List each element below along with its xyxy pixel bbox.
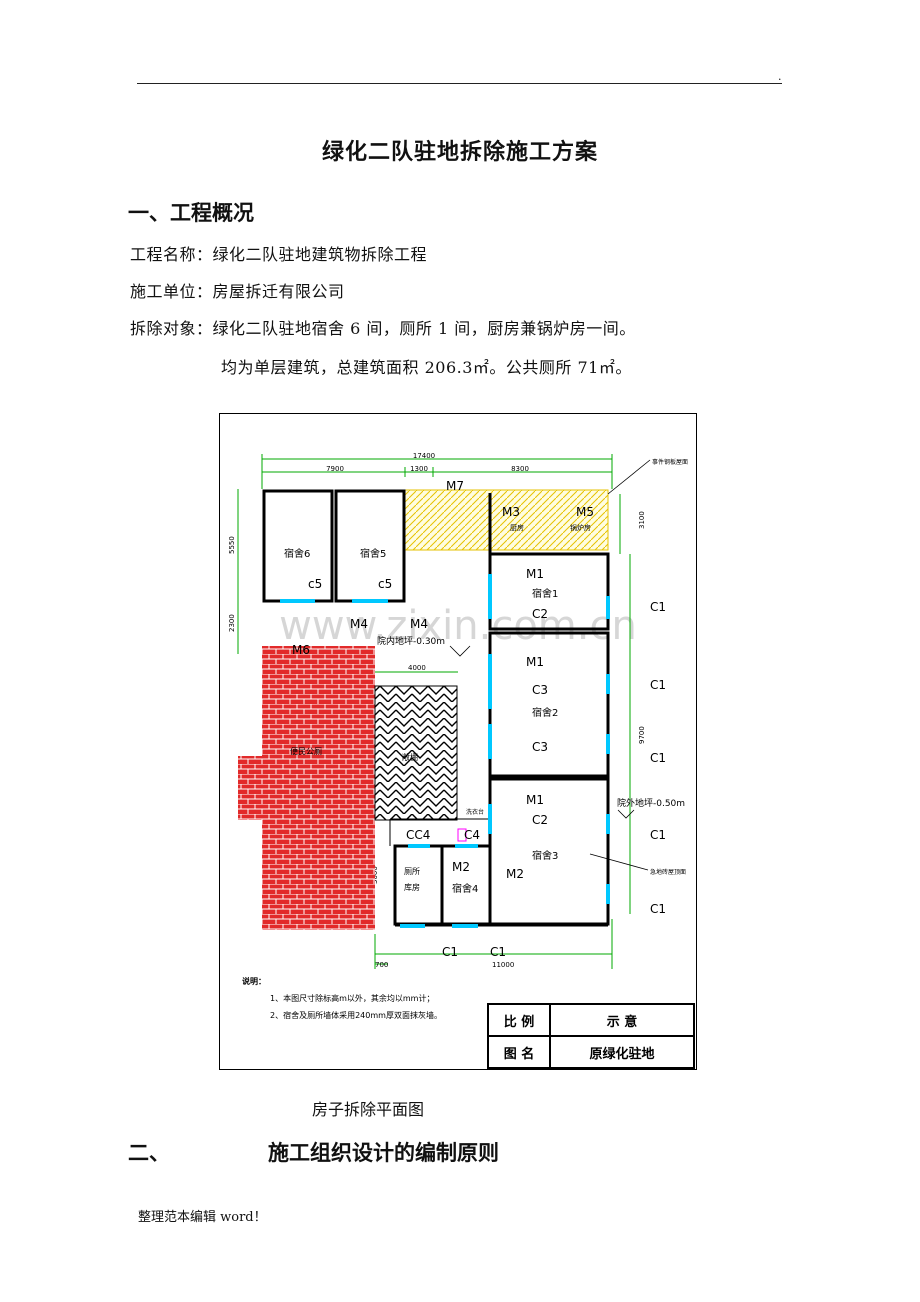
dim-mid: 1300	[410, 465, 428, 473]
label-m1-a: M1	[526, 567, 544, 581]
dim-bottom-left: 700	[375, 961, 388, 969]
shed-area	[374, 685, 458, 821]
label-cc4: CC4	[406, 828, 430, 842]
label-m2-a: M2	[452, 860, 470, 874]
label-m1-b: M1	[526, 655, 544, 669]
room-kitchen: 厨房	[510, 523, 524, 532]
label-c1-a: C1	[650, 600, 666, 614]
title-block-scale-value: 示 意	[607, 1014, 638, 1030]
room-shed: 敞棚	[402, 752, 418, 762]
room-public-toilet: 便民公厕	[290, 746, 322, 756]
room-dorm2: 宿舍2	[532, 706, 558, 719]
dim-4000: 4000	[408, 664, 426, 672]
label-c1-e: C1	[650, 902, 666, 916]
label-c1-d: C1	[650, 828, 666, 842]
label-c4: C4	[464, 828, 480, 842]
public-toilet-annex	[238, 756, 264, 820]
title-block-scale-label: 比 例	[504, 1014, 535, 1030]
dim-left: 7900	[326, 465, 344, 473]
dim-3100: 3100	[638, 511, 646, 529]
note-1: 1、本图尺寸除标高m以外，其余均以mm计；	[270, 993, 434, 1003]
dim-9700: 9700	[638, 726, 646, 744]
note-2: 2、宿舍及厕所墙体采用240mm厚双面抹灰墙。	[270, 1010, 442, 1020]
label-c1-b: C1	[650, 678, 666, 692]
notes-title: 说明：	[242, 976, 266, 986]
header-rule	[137, 83, 782, 84]
page-footer: 整理范本编辑 word！	[138, 1210, 267, 1225]
label-m2-b: M2	[506, 867, 524, 881]
room-water-tank: 洗衣台	[466, 808, 484, 816]
room-dorm1: 宿舍1	[532, 587, 558, 600]
watermark: www.zixin.com.cn	[279, 603, 637, 649]
dim-total: 17400	[413, 452, 435, 460]
figure-caption: 房子拆除平面图	[312, 1100, 425, 1119]
label-c2-b: C2	[532, 813, 548, 827]
water-tank-mark	[457, 828, 467, 842]
room-dorm3: 宿舍3	[532, 849, 558, 862]
title-block-drawing-label: 图 名	[504, 1046, 535, 1062]
label-m3: M3	[502, 505, 520, 519]
area-line: 均为单层建筑，总建筑面积 206.3㎡。公共厕所 71㎡。	[221, 358, 632, 377]
section-1-heading: 一、工程概况	[128, 200, 254, 225]
section-2-heading: 施工组织设计的编制原则	[268, 1140, 499, 1165]
note-top-right: 事件钢板屋面	[652, 458, 688, 466]
label-m4-b: M4	[410, 617, 428, 631]
demolition-target-line: 拆除对象：绿化二队驻地宿舍 6 间，厕所 1 间，厨房兼锅炉房一间。	[130, 319, 636, 338]
kitchen-boiler-area	[404, 489, 609, 551]
room-dorm4: 宿舍4	[452, 882, 478, 895]
room-dorm5: 宿舍5	[360, 547, 386, 560]
contractor-line: 施工单位：房屋拆迁有限公司	[130, 282, 345, 301]
note-right: 急地砖屋顶面	[650, 868, 686, 876]
header-dot: .	[778, 70, 782, 83]
title-block-drawing-value: 原绿化驻地	[589, 1046, 654, 1062]
label-m5: M5	[576, 505, 594, 519]
label-m4-a: M4	[350, 617, 368, 631]
section-2-number: 二、	[128, 1140, 170, 1165]
dim-2300: 2300	[228, 614, 236, 632]
label-c1-g: C1	[490, 945, 506, 959]
label-c5-a: c5	[308, 577, 322, 591]
room-dorm6: 宿舍6	[284, 547, 310, 560]
dim-bottom-total: 11000	[492, 961, 514, 969]
label-m6: M6	[292, 643, 310, 657]
elev-outdoor: 院外地坪-0.50m	[617, 797, 685, 809]
label-m1-c: M1	[526, 793, 544, 807]
elev-indoor: 院内地坪-0.30m	[377, 635, 445, 647]
label-c3-b: C3	[532, 740, 548, 754]
label-c5-b: c5	[378, 577, 392, 591]
floor-plan-drawing: www.zixin.com.cn 17400 7900 1300 8300 22…	[228, 452, 695, 1069]
document-title: 绿化二队驻地拆除施工方案	[321, 139, 598, 165]
label-m7: M7	[446, 479, 464, 493]
dim-right: 8300	[511, 465, 529, 473]
project-name-line: 工程名称：绿化二队驻地建筑物拆除工程	[130, 245, 428, 264]
floor-plan-figure: www.zixin.com.cn 17400 7900 1300 8300 22…	[219, 413, 697, 1070]
label-c3-a: C3	[532, 683, 548, 697]
label-c2-a: C2	[532, 607, 548, 621]
dim-5550: 5550	[228, 536, 236, 554]
label-c1-f: C1	[442, 945, 458, 959]
room-storage: 库房	[404, 882, 420, 892]
room-boiler: 锅炉房	[570, 523, 591, 532]
room-toilet: 厕所	[404, 866, 420, 876]
public-toilet-area	[262, 646, 375, 930]
label-c1-c: C1	[650, 751, 666, 765]
